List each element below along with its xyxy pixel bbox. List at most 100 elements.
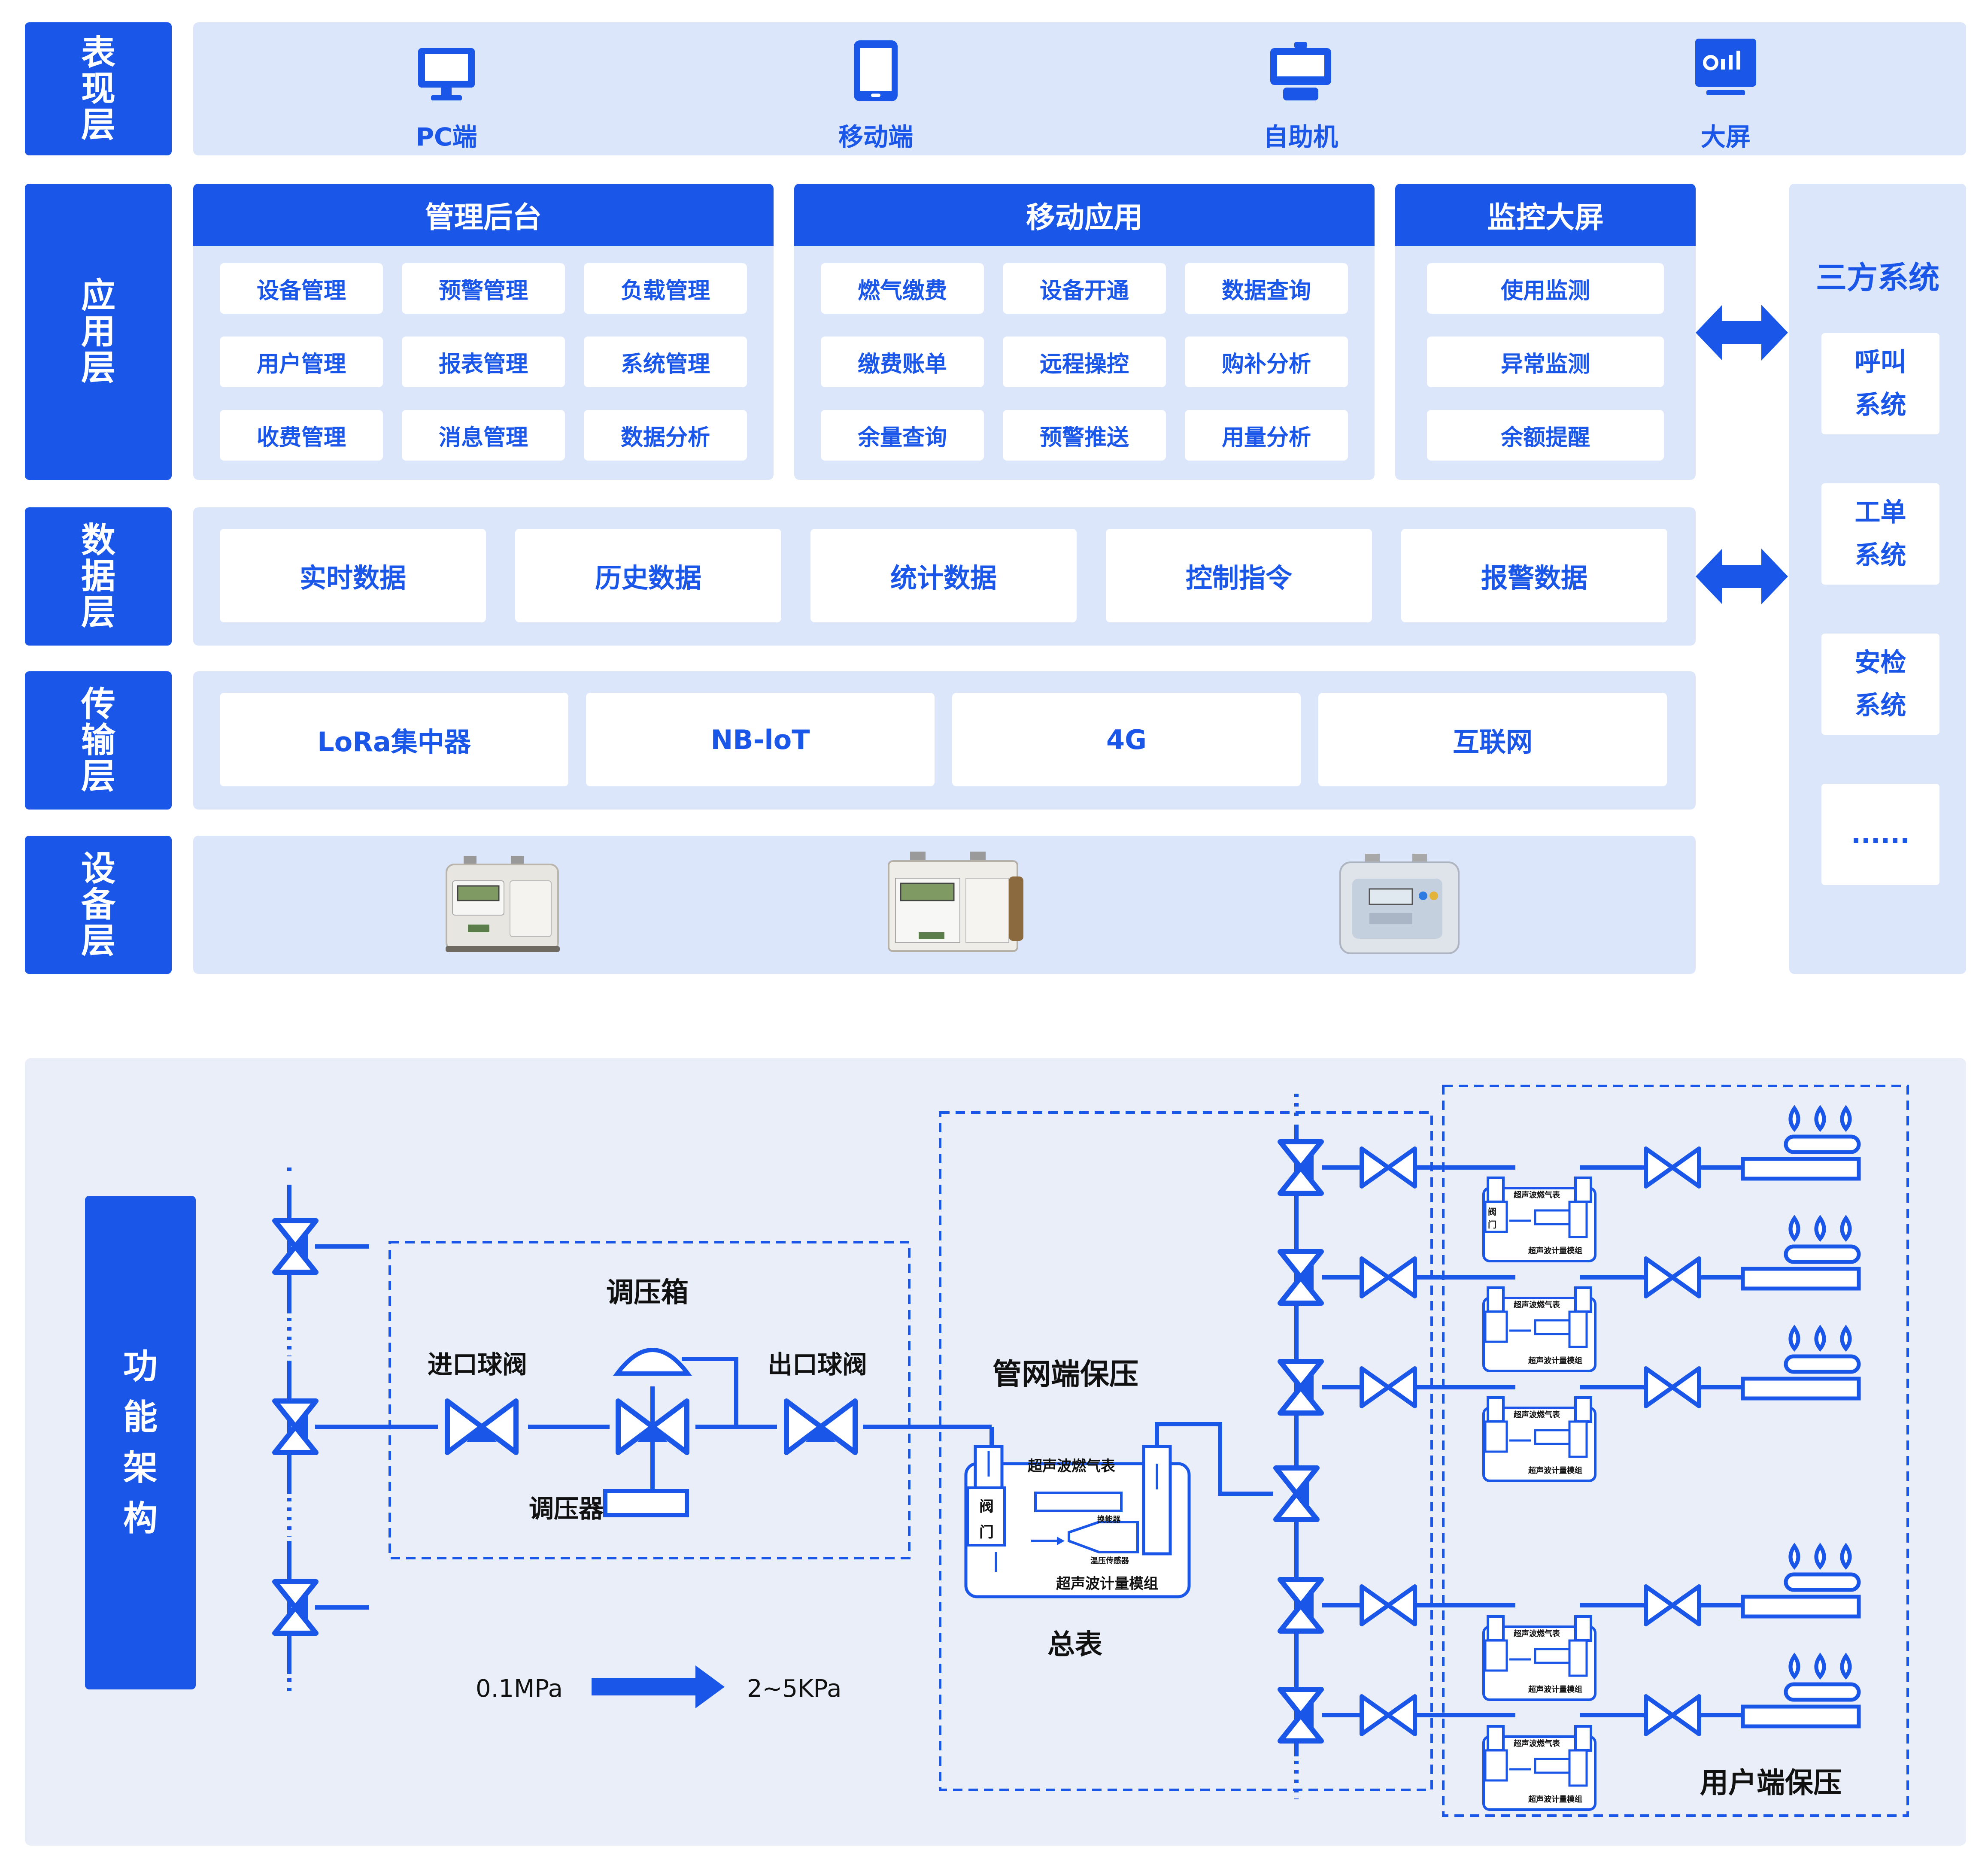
main-meter xyxy=(964,1445,1191,1598)
app-item[interactable]: 远程操控 xyxy=(1003,337,1166,387)
data-item[interactable]: 实时数据 xyxy=(220,529,486,622)
small-meter-module: 超声波计量模组 xyxy=(1528,1795,1582,1804)
user-pressure-label: 用户端保压 xyxy=(1700,1766,1842,1799)
regulator-box-label: 调压箱 xyxy=(606,1277,689,1309)
data-item[interactable]: 控制指令 xyxy=(1106,529,1372,622)
third-party-item[interactable]: 安检系统 xyxy=(1821,634,1939,735)
presentation-label-bigscreen: 大屏 xyxy=(1700,122,1751,152)
small-meter-valve: 阀门 xyxy=(1488,1207,1496,1230)
app-panel-title: 管理后台 xyxy=(193,184,774,246)
transport-item[interactable]: LoRa集中器 xyxy=(220,693,568,786)
layer-label-application: 应用层 xyxy=(25,184,172,480)
app-item[interactable]: 负载管理 xyxy=(584,263,747,314)
app-item[interactable]: 系统管理 xyxy=(584,337,747,387)
monitor-icon xyxy=(418,48,475,100)
app-item[interactable]: 设备开通 xyxy=(1003,263,1166,314)
device-layer-panel xyxy=(193,836,1696,974)
pressure-from-label: 0.1MPa xyxy=(476,1675,563,1703)
app-item[interactable]: 消息管理 xyxy=(402,410,565,461)
app-item[interactable]: 报表管理 xyxy=(402,337,565,387)
layer-label-data: 数据层 xyxy=(25,507,172,646)
presentation-label-pc: PC端 xyxy=(416,122,477,152)
app-item[interactable]: 使用监测 xyxy=(1427,263,1664,314)
app-panel-bigscreen: 监控大屏 使用监测 异常监测 余额提醒 xyxy=(1395,184,1696,480)
transport-item[interactable]: 4G xyxy=(952,693,1301,786)
function-label: 功能架构 xyxy=(85,1196,196,1689)
app-item[interactable]: 预警推送 xyxy=(1003,410,1166,461)
layer-label-presentation: 表现层 xyxy=(25,22,172,155)
app-item[interactable]: 用量分析 xyxy=(1185,410,1348,461)
small-meter-module: 超声波计量模组 xyxy=(1528,1246,1582,1255)
presentation-item-kiosk: 自助机 xyxy=(1236,31,1365,152)
gas-meter-image xyxy=(1339,854,1460,954)
data-item[interactable]: 报警数据 xyxy=(1401,529,1667,622)
app-panel-title: 移动应用 xyxy=(794,184,1375,246)
app-item[interactable]: 用户管理 xyxy=(220,337,383,387)
main-meter-title: 超声波燃气表 xyxy=(1028,1458,1115,1475)
app-item[interactable]: 燃气缴费 xyxy=(821,263,984,314)
small-meter-title: 超声波燃气表 xyxy=(1514,1629,1560,1638)
regulator-label: 调压器 xyxy=(529,1494,604,1523)
app-item[interactable]: 数据查询 xyxy=(1185,263,1348,314)
phone-icon xyxy=(854,40,898,101)
app-item[interactable]: 预警管理 xyxy=(402,263,565,314)
app-item[interactable]: 设备管理 xyxy=(220,263,383,314)
small-meter-module: 超声波计量模组 xyxy=(1528,1685,1582,1694)
layer-label-transport: 传输层 xyxy=(25,671,172,810)
app-item[interactable]: 购补分析 xyxy=(1185,337,1348,387)
data-item[interactable]: 统计数据 xyxy=(810,529,1077,622)
double-arrow-icon xyxy=(1696,305,1788,361)
network-pressure-box xyxy=(939,1111,1433,1791)
presentation-panel: PC端 移动端 自助机 大屏 xyxy=(193,22,1966,155)
third-party-item[interactable]: 工单系统 xyxy=(1821,483,1939,585)
app-item[interactable]: 异常监测 xyxy=(1427,337,1664,387)
main-meter-valve: 阀门 xyxy=(979,1498,994,1541)
small-meter-title: 超声波燃气表 xyxy=(1514,1410,1560,1419)
bigscreen-icon xyxy=(1695,39,1756,95)
presentation-item-mobile: 移动端 xyxy=(811,31,940,152)
pressure-arrow-icon xyxy=(592,1665,725,1708)
kiosk-icon xyxy=(1270,42,1331,100)
transport-layer-panel: LoRa集中器 NB-loT 4G 互联网 xyxy=(193,671,1696,810)
pressure-to-label: 2~5KPa xyxy=(747,1675,842,1703)
app-item[interactable]: 收费管理 xyxy=(220,410,383,461)
app-item[interactable]: 缴费账单 xyxy=(821,337,984,387)
data-item[interactable]: 历史数据 xyxy=(515,529,781,622)
small-meter-title: 超声波燃气表 xyxy=(1514,1739,1560,1748)
small-meter-title: 超声波燃气表 xyxy=(1514,1191,1560,1200)
user-pressure-box xyxy=(1442,1085,1909,1817)
app-item[interactable]: 数据分析 xyxy=(584,410,747,461)
third-party-item[interactable]: ...... xyxy=(1821,784,1939,885)
third-party-title: 三方系统 xyxy=(1815,260,1939,296)
presentation-label-kiosk: 自助机 xyxy=(1263,122,1338,152)
inlet-valve-label: 进口球阀 xyxy=(428,1350,528,1379)
data-layer-panel: 实时数据 历史数据 统计数据 控制指令 报警数据 xyxy=(193,507,1696,646)
double-arrow-icon xyxy=(1696,549,1788,604)
presentation-item-pc: PC端 xyxy=(395,31,498,152)
main-meter-module: 超声波计量模组 xyxy=(1056,1575,1158,1592)
presentation-label-mobile: 移动端 xyxy=(838,122,913,152)
main-meter-label: 总表 xyxy=(1047,1629,1102,1661)
third-party-panel: 三方系统 呼叫系统 工单系统 安检系统 ...... xyxy=(1789,184,1966,974)
presentation-item-bigscreen: 大屏 xyxy=(1674,31,1777,152)
source-pipes xyxy=(287,1168,369,1691)
app-panel-admin: 管理后台 设备管理 预警管理 负载管理 用户管理 报表管理 系统管理 收费管理 … xyxy=(193,184,774,480)
gas-meter-image xyxy=(446,856,560,952)
app-panel-mobile: 移动应用 燃气缴费 设备开通 数据查询 缴费账单 远程操控 购补分析 余量查询 … xyxy=(794,184,1375,480)
transport-item[interactable]: NB-loT xyxy=(586,693,935,786)
main-meter-sensor: 温压传感器 xyxy=(1090,1556,1129,1565)
small-meter-module: 超声波计量模组 xyxy=(1528,1356,1582,1365)
outlet-valve-label: 出口球阀 xyxy=(768,1350,868,1379)
layer-label-device: 设备层 xyxy=(25,836,172,974)
gas-meter-image xyxy=(888,852,1023,952)
network-pressure-label: 管网端保压 xyxy=(992,1358,1139,1392)
small-meter-title: 超声波燃气表 xyxy=(1514,1301,1560,1310)
app-panel-title: 监控大屏 xyxy=(1395,184,1696,246)
transport-item[interactable]: 互联网 xyxy=(1318,693,1667,786)
main-meter-transducer: 换能器 xyxy=(1097,1515,1120,1524)
small-meter-module: 超声波计量模组 xyxy=(1528,1466,1582,1475)
third-party-item[interactable]: 呼叫系统 xyxy=(1821,333,1939,434)
app-item[interactable]: 余量查询 xyxy=(821,410,984,461)
app-item[interactable]: 余额提醒 xyxy=(1427,410,1664,461)
